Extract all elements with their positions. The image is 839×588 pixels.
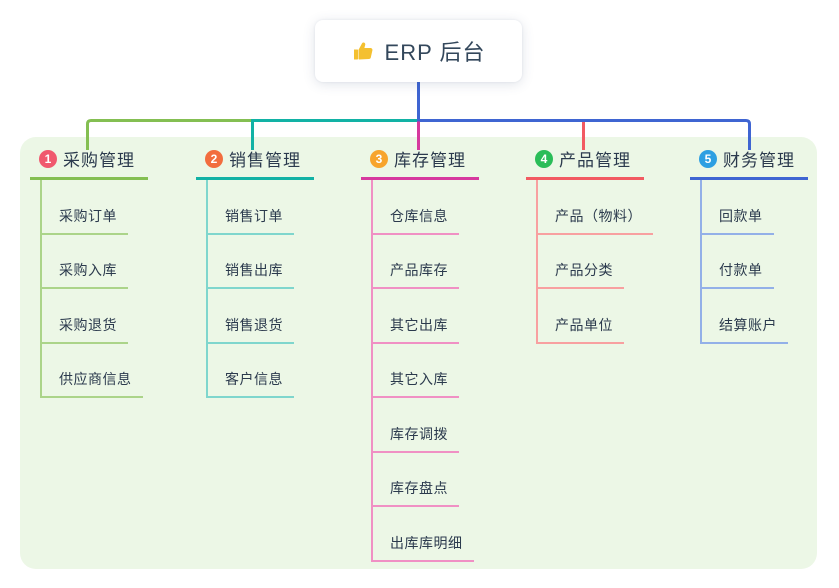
branch-header-product-management[interactable]: 4 产品管理: [526, 146, 644, 180]
node-receipt-bill[interactable]: 回款单: [702, 180, 788, 235]
node-purchase-return[interactable]: 采购退货: [42, 289, 143, 344]
node-stock-transfer[interactable]: 库存调拨: [373, 398, 474, 453]
node-product-material[interactable]: 产品（物料）: [538, 180, 653, 235]
node-stock-take[interactable]: 库存盘点: [373, 453, 474, 507]
node-product-stock[interactable]: 产品库存: [373, 235, 474, 289]
branch-title: 销售管理: [229, 151, 301, 170]
branch-product-management: 4 产品管理 产品（物料） 产品分类 产品单位: [526, 146, 653, 344]
node-label: 产品（物料）: [538, 206, 653, 235]
node-outbound-detail[interactable]: 出库库明细: [373, 507, 474, 562]
node-label: 客户信息: [208, 369, 294, 398]
branch-sales-management: 2 销售管理 销售订单 销售出库 销售退货 客户信息: [196, 146, 314, 398]
branch-finance-management: 5 财务管理 回款单 付款单 结算账户: [690, 146, 808, 344]
node-label: 销售订单: [208, 206, 294, 235]
node-label: 采购订单: [42, 206, 128, 235]
root-node[interactable]: ERP 后台: [315, 20, 522, 82]
node-label: 供应商信息: [42, 369, 143, 398]
branch-header-sales-management[interactable]: 2 销售管理: [196, 146, 314, 180]
node-payment-bill[interactable]: 付款单: [702, 235, 788, 289]
node-label: 产品库存: [373, 260, 459, 289]
node-label: 采购入库: [42, 260, 128, 289]
node-label: 产品单位: [538, 315, 624, 344]
node-settlement-account[interactable]: 结算账户: [702, 289, 788, 344]
node-customer-info[interactable]: 客户信息: [208, 344, 294, 398]
node-sales-order[interactable]: 销售订单: [208, 180, 294, 235]
branch-badge: 5: [699, 149, 717, 168]
branch-children: 回款单 付款单 结算账户: [700, 180, 788, 344]
branch-badge: 1: [39, 149, 57, 168]
node-label: 销售退货: [208, 315, 294, 344]
branch-header-purchase-management[interactable]: 1 采购管理: [30, 146, 148, 180]
node-label: 回款单: [702, 206, 774, 235]
mindmap-panel: [20, 137, 817, 569]
branch-children: 产品（物料） 产品分类 产品单位: [536, 180, 653, 344]
node-product-category[interactable]: 产品分类: [538, 235, 653, 289]
branch-header-finance-management[interactable]: 5 财务管理: [690, 146, 808, 180]
node-label: 销售出库: [208, 260, 294, 289]
branch-children: 仓库信息 产品库存 其它出库 其它入库 库存调拨 库存盘点 出库库明细: [371, 180, 474, 562]
branch-title: 财务管理: [723, 151, 795, 170]
branch-badge: 2: [205, 149, 223, 168]
node-warehouse-info[interactable]: 仓库信息: [373, 180, 474, 235]
node-purchase-order[interactable]: 采购订单: [42, 180, 143, 235]
node-product-unit[interactable]: 产品单位: [538, 289, 653, 344]
branch-children: 销售订单 销售出库 销售退货 客户信息: [206, 180, 294, 398]
branch-inventory-management: 3 库存管理 仓库信息 产品库存 其它出库 其它入库 库存调拨 库存盘点 出库库…: [361, 146, 479, 562]
branch-badge: 3: [370, 149, 388, 168]
branch-title: 库存管理: [394, 151, 466, 170]
node-label: 其它入库: [373, 369, 459, 398]
node-purchase-inbound[interactable]: 采购入库: [42, 235, 143, 289]
node-label: 其它出库: [373, 315, 459, 344]
node-label: 付款单: [702, 260, 774, 289]
root-title: ERP 后台: [384, 40, 486, 65]
node-label: 库存调拨: [373, 424, 459, 453]
node-label: 结算账户: [702, 315, 788, 344]
branch-header-inventory-management[interactable]: 3 库存管理: [361, 146, 479, 180]
node-supplier-info[interactable]: 供应商信息: [42, 344, 143, 398]
branch-title: 产品管理: [559, 151, 631, 170]
branch-title: 采购管理: [63, 151, 135, 170]
node-other-outbound[interactable]: 其它出库: [373, 289, 474, 344]
node-sales-return[interactable]: 销售退货: [208, 289, 294, 344]
node-label: 出库库明细: [373, 533, 474, 562]
branch-children: 采购订单 采购入库 采购退货 供应商信息: [40, 180, 143, 398]
branch-badge: 4: [535, 149, 553, 168]
node-sales-outbound[interactable]: 销售出库: [208, 235, 294, 289]
branch-purchase-management: 1 采购管理 采购订单 采购入库 采购退货 供应商信息: [30, 146, 148, 398]
node-label: 采购退货: [42, 315, 128, 344]
node-label: 库存盘点: [373, 478, 459, 507]
node-label: 仓库信息: [373, 206, 459, 235]
node-other-inbound[interactable]: 其它入库: [373, 344, 474, 398]
thumbs-up-icon: [353, 42, 372, 60]
node-label: 产品分类: [538, 260, 624, 289]
